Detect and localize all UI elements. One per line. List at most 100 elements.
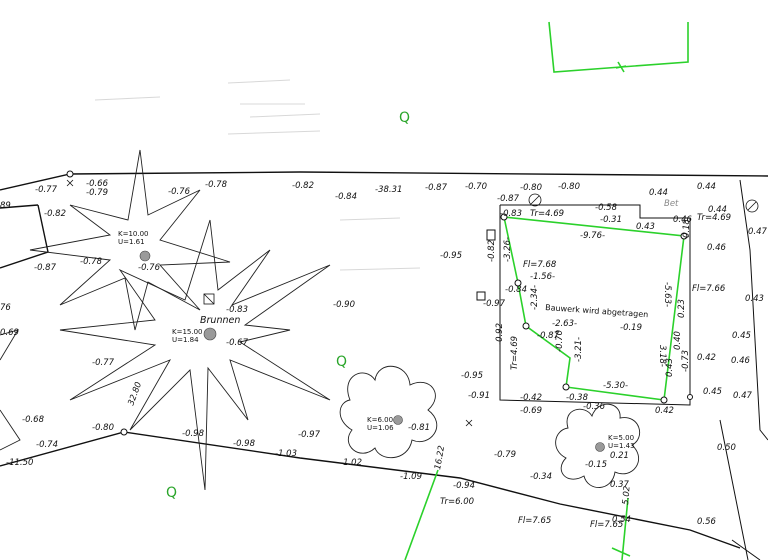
spot-height: -0.90 [333,300,355,310]
level-annotation: Tr=4.69 [510,336,520,370]
dimension-label: 0.40 [673,331,683,350]
tree-crown-size: K=6.00 [367,416,393,424]
spot-height: -0.98 [233,439,256,449]
green-q-mark: Q [336,354,347,370]
dimension-label: 16.22 [433,445,447,471]
survey-symbols [66,179,759,427]
spot-height: -0.67 [226,338,249,348]
spot-height: -0.98 [182,429,205,439]
spot-height: -0.77 [35,185,58,195]
tree-trunk-girth: U=1.06 [367,424,394,432]
green-lines-bottom [404,469,631,560]
dimension-label: -0.82 [487,240,497,262]
spot-height: 0.47 [733,391,753,401]
green-marks: Q Q Q [166,110,410,501]
spot-height: -0.76 [168,187,191,197]
dimension-label: -3.26- [503,237,513,262]
spot-height: -0.15 [585,460,607,470]
dimension-label: 32.80 [126,381,144,407]
spot-height: -0.87 [537,331,560,341]
dimension-label: -5.63- [662,282,672,307]
dimension-label: 3.18- [657,345,667,367]
spot-height: -0.36 [583,402,606,412]
spot-height: 0.46 [673,215,693,225]
spot-height: -0.83 [226,305,248,315]
spot-height: -0.80 [92,423,114,433]
spot-height: -0.42 [520,393,542,403]
well-label: Brunnen [200,315,240,326]
tree-crown-size: K=15.00 [172,328,203,336]
spot-height: 0.44 [708,205,727,215]
spot-height: -0.97 [298,430,321,440]
tree-labels: K=10.00U=1.61K=15.00U=1.84K=6.00U=1.06K=… [118,230,635,450]
tree-trunk-girth: U=1.43 [608,442,635,450]
dimension-label: -1.56- [530,272,555,282]
tree-trunk-girth: U=1.84 [172,336,199,344]
spot-height: -0.82 [44,209,66,219]
spot-height: -38.31 [375,185,402,195]
tree-crown-1 [29,149,231,331]
level-annotation: -0.73 [681,350,691,372]
spot-height: 0.42 [655,406,674,416]
spot-height: 0.44 [649,188,668,198]
tree-crown-2 [59,219,331,491]
spot-height: -0.83 [500,209,522,219]
green-q-mark: Q [399,110,410,126]
tree-crown-3 [339,365,438,459]
spot-height: 0.42 [697,353,716,363]
dimension-label: -2.34- [530,285,540,310]
spot-height: 0.43 [636,222,655,232]
dimension-label: 5.02 [621,486,633,506]
dimension-label: 0.18 [682,218,692,238]
spot-height: -0.58 [595,203,618,213]
spot-height: -0.77 [92,358,115,368]
spot-height: 0.21 [610,451,629,461]
spot-height: -0.38 [566,393,589,403]
level-annotation: Tr=6.00 [440,497,474,507]
spot-height: -0.91 [468,391,490,401]
level-annotation: Tr=4.69 [530,209,564,219]
spot-height: 0.44 [697,182,716,192]
spot-height: -1.09 [400,472,422,482]
spot-height: 0.46 [707,243,727,253]
spot-height: -0.87 [497,194,520,204]
spot-height: -0.80 [558,182,580,192]
spot-height: -0.79 [494,450,516,460]
spot-height: 0.54 [612,515,631,525]
spot-height: -0.87 [425,183,448,193]
spot-height: -0.19 [620,323,642,333]
spot-height: -0.68 [22,415,45,425]
spot-height: 0.47 [748,227,768,237]
faded-marks [94,79,421,271]
green-q-mark: Q [166,485,177,501]
tree-trunks [139,250,605,452]
spot-height: 0.45 [732,331,751,341]
tree-crown-size: K=10.00 [118,230,149,238]
spot-height: 0.50 [717,443,736,453]
spot-height: -0.82 [292,181,314,191]
dimension-label: -0.70 [555,330,565,352]
green-outline-top [548,21,689,73]
spot-height: 0.56 [697,517,717,527]
spot-height: 0.43 [745,294,764,304]
spot-height: 0.37 [610,480,630,490]
dimension-label: -2.63- [552,319,577,329]
boundary-nodes [66,170,128,436]
well-marker [203,293,215,305]
spot-height: -0.70 [465,182,487,192]
spot-height: -0.78 [205,180,228,190]
tree-crown-4 [555,403,641,488]
spot-height: 89 [0,201,11,211]
spot-height: -0.87 [34,263,57,273]
spot-height: -0.66 [86,179,109,189]
level-annotation: Fl=7.66 [692,284,726,294]
level-annotation: Tr=4.69 [697,213,731,223]
spot-height: -0.97 [483,299,506,309]
spot-height: -0.80 [520,183,542,193]
dimension-label: 0.43 [665,358,675,377]
dimension-label: -5.30- [603,381,628,391]
dimension-label: 0.23 [677,299,687,318]
spot-height: -1.02 [340,458,362,468]
spot-height: -0.81 [408,423,430,433]
